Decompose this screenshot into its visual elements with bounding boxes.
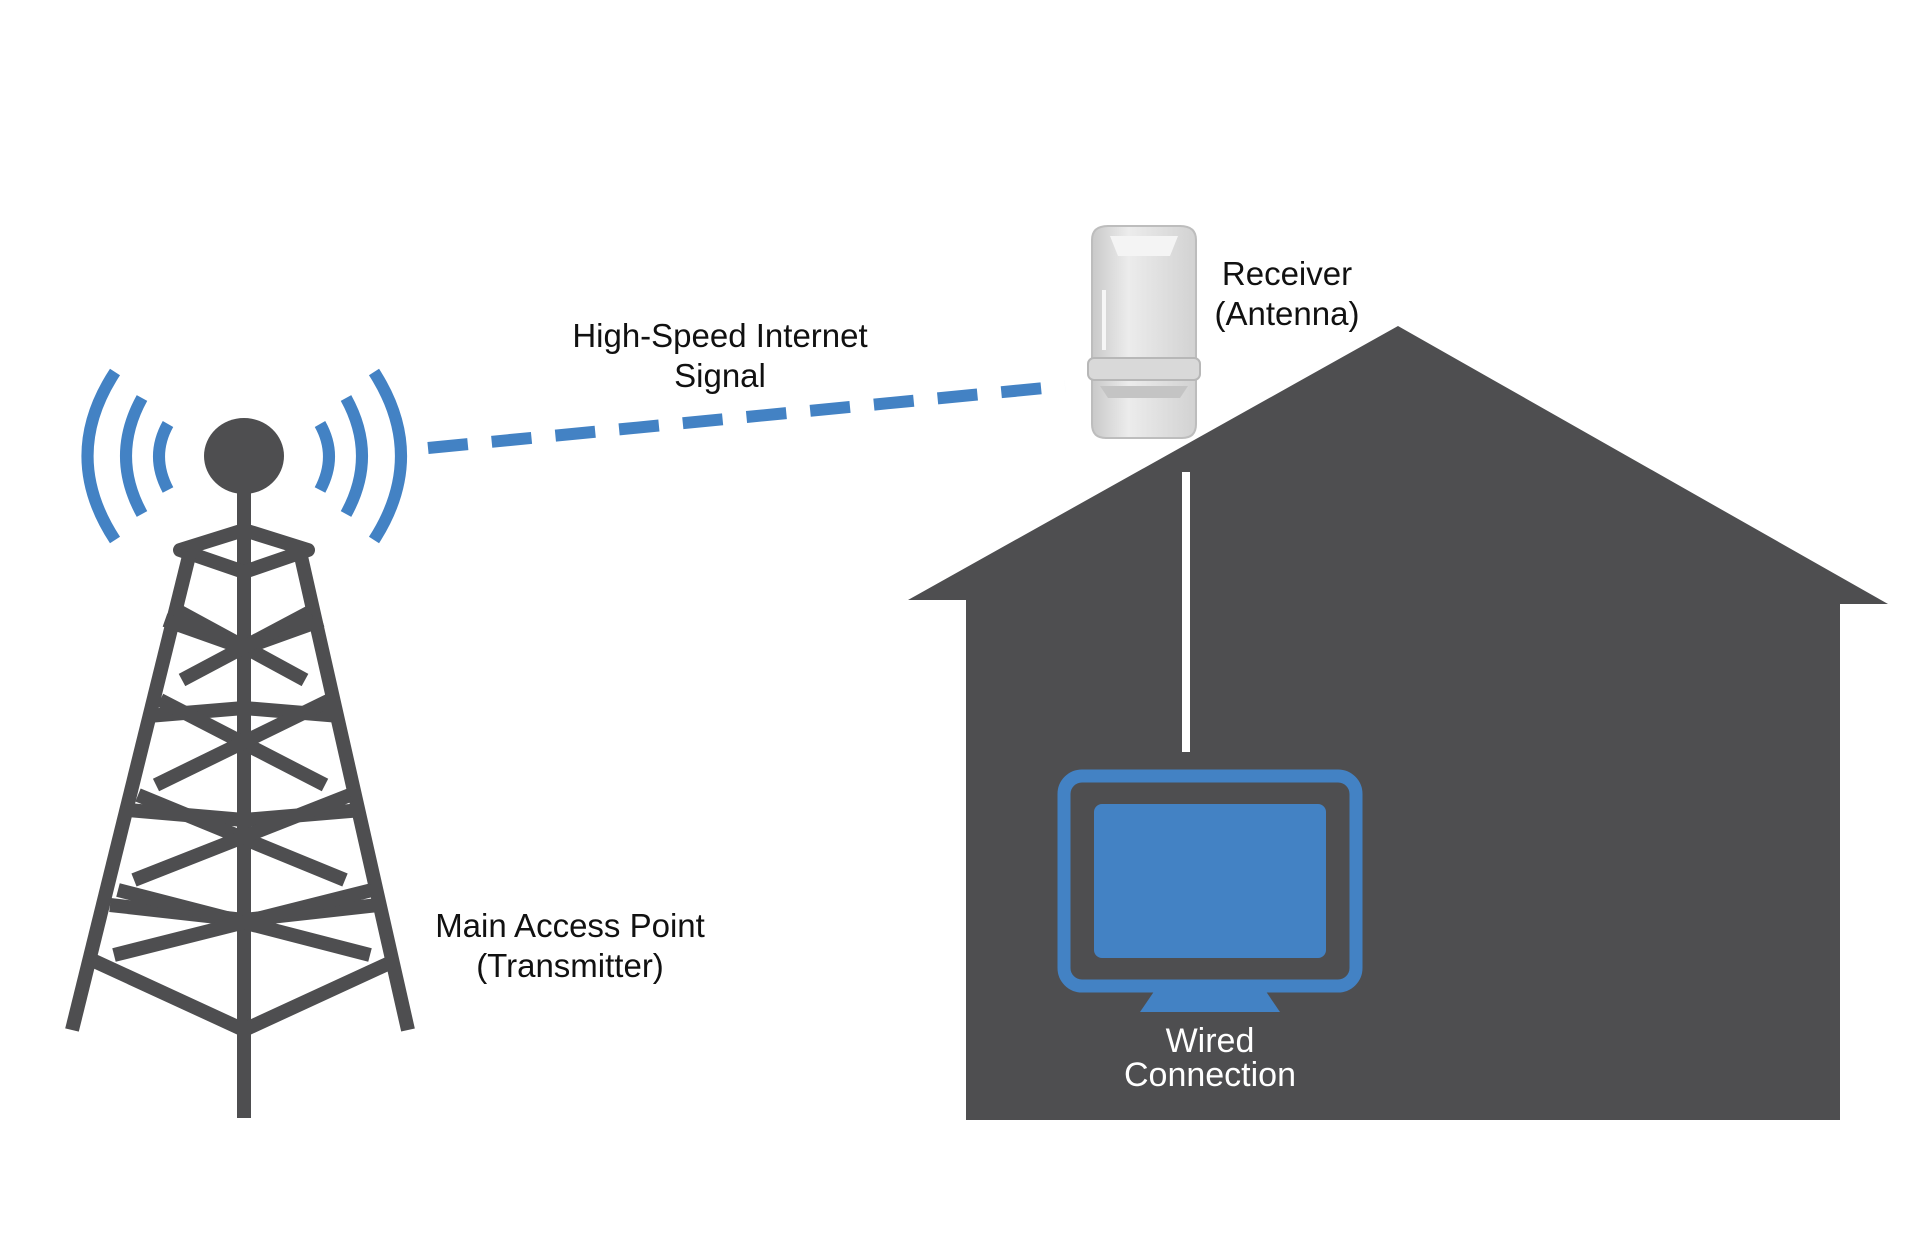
monitor-icon	[1057, 769, 1363, 1012]
transmitter-label-line1: Main Access Point	[435, 907, 705, 944]
transmitter-label: Main Access Point (Transmitter)	[420, 906, 720, 986]
signal-label-line2: Signal	[674, 357, 766, 394]
receiver-label: Receiver (Antenna)	[1192, 254, 1382, 334]
receiver-label-line2: (Antenna)	[1214, 295, 1360, 332]
signal-beam	[427, 380, 1066, 454]
house-icon	[908, 326, 1888, 1120]
transmitter-label-line2: (Transmitter)	[476, 947, 664, 984]
tower-beacon	[204, 418, 284, 494]
signal-label-line1: High-Speed Internet	[572, 317, 868, 354]
receiver-label-line1: Receiver	[1221, 255, 1353, 292]
antenna-receiver-icon	[1087, 225, 1201, 439]
radio-waves-icon	[81, 368, 407, 544]
wired-label: Wired Connection	[1100, 1024, 1320, 1092]
tower-icon	[65, 418, 415, 1118]
wired-label-line1: Wired	[1165, 1022, 1255, 1060]
signal-label: High-Speed Internet Signal	[560, 316, 880, 396]
wired-label-line2: Connection	[1123, 1056, 1296, 1094]
